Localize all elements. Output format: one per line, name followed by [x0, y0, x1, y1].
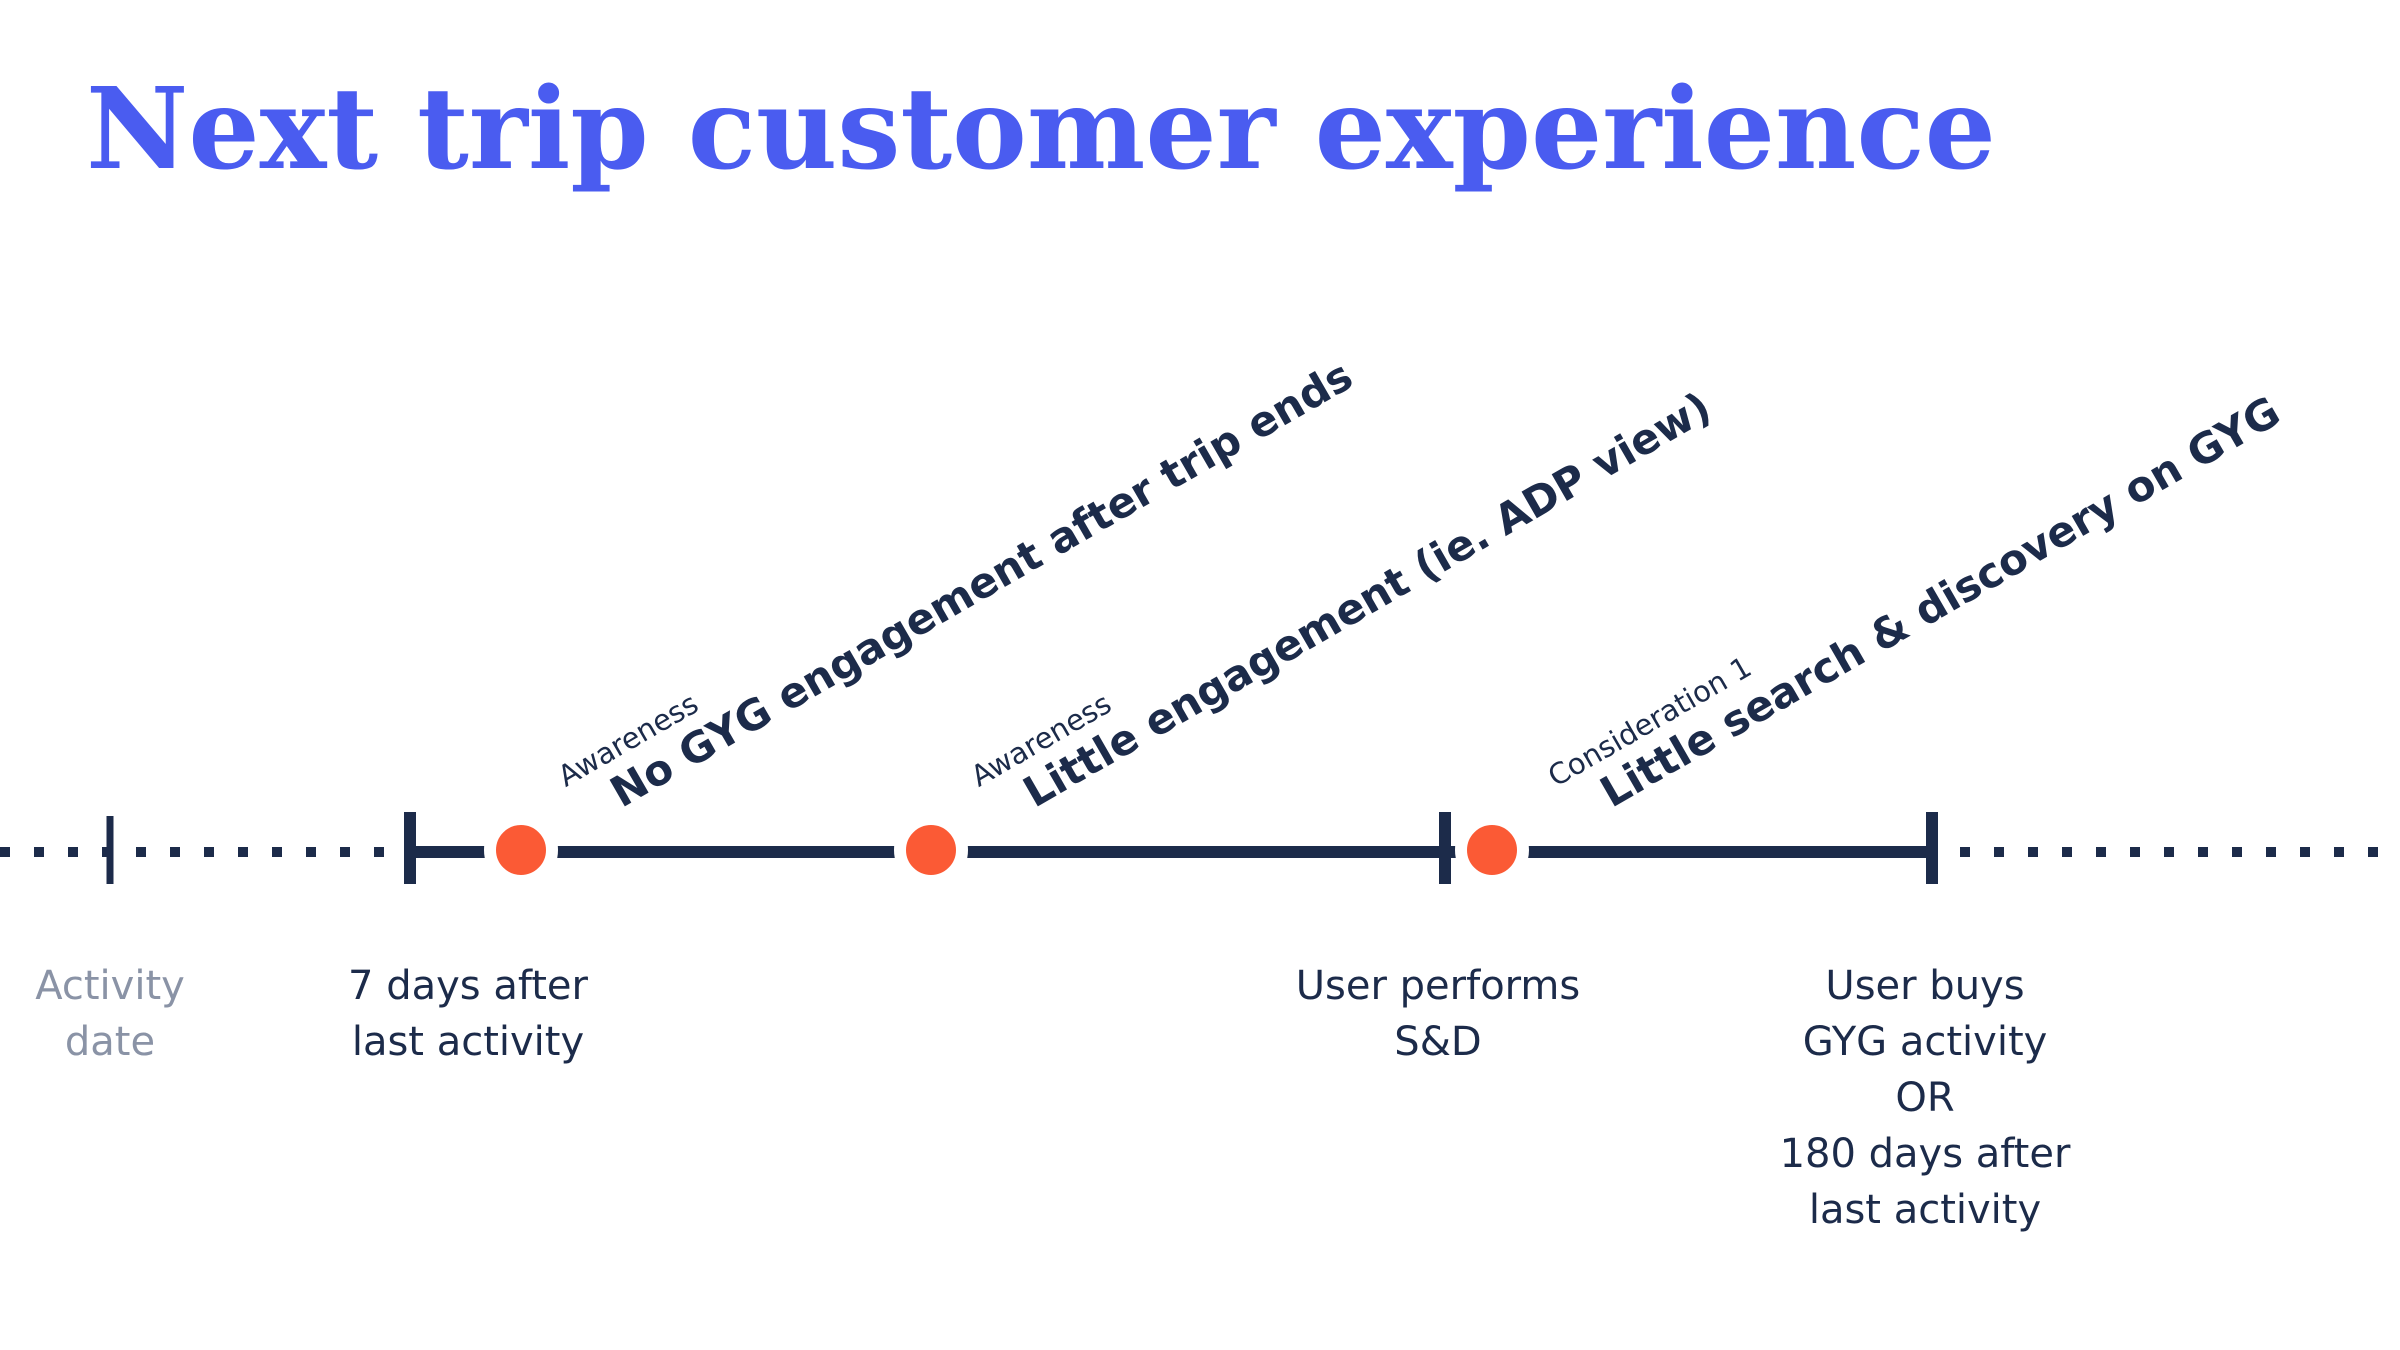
milestone-label-7-days: 7 days after last activity — [348, 963, 588, 1065]
milestone-label-user-sd: User performs S&D — [1295, 963, 1581, 1065]
milestone-label-activity-date: Activity date — [35, 963, 185, 1065]
milestone-label-user-buys: User buys GYG activity OR 180 days after… — [1779, 963, 2071, 1233]
stage-dot-no-engagement — [484, 813, 558, 887]
stage-dot-little-search — [1455, 813, 1529, 887]
page-title: Next trip customer experience — [86, 64, 1996, 195]
stage-dot-little-engagement — [894, 813, 968, 887]
